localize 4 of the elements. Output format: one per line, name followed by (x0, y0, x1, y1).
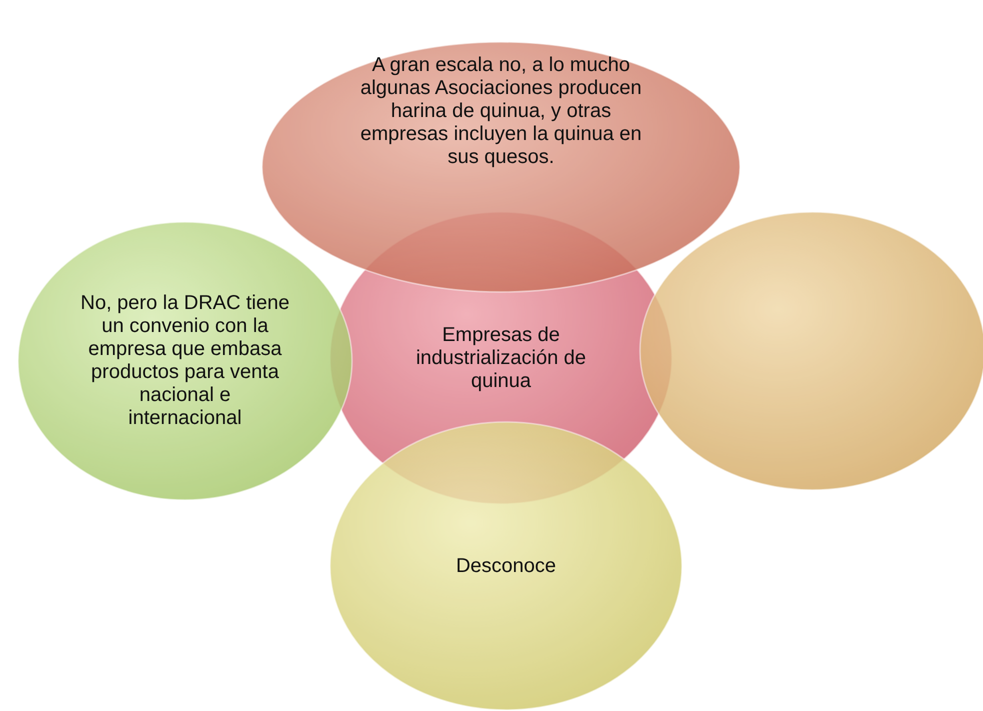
bubble-text: A gran escala no, a lo mucho algunas Asociaciones producen harina de quinua, y otras empresas incluyen la quinua en sus quesos. (359, 54, 643, 169)
bubble-text: Desconoce (454, 555, 558, 578)
bubble-text: Empresas de industrialización de quinua (414, 324, 588, 393)
bubble-text: No, pero la DRAC tiene un convenio con la empresa que embasa productos para venta nacional e internacional (80, 292, 290, 430)
